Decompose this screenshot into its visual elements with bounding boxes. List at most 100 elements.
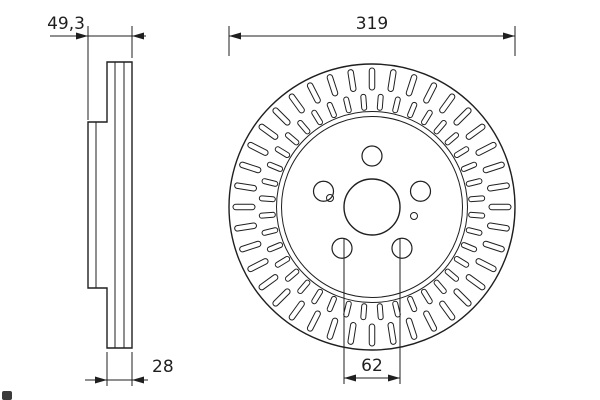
dim-label-outer-diameter: 319: [356, 14, 388, 34]
vent-slot: [460, 161, 478, 172]
vent-slot: [343, 96, 352, 114]
vent-slot: [311, 288, 324, 305]
bolt-hole: [391, 237, 413, 259]
vent-slot: [368, 323, 376, 347]
vent-slot: [387, 322, 397, 345]
vent-slot: [247, 258, 269, 273]
vent-slot: [274, 255, 291, 268]
vent-slot: [247, 141, 269, 156]
vent-slot: [420, 288, 433, 305]
vent-slot: [420, 109, 433, 126]
vent-slot: [407, 101, 418, 119]
vent-slot: [423, 310, 438, 332]
vent-slot: [272, 288, 291, 307]
vent-slot: [234, 182, 257, 192]
pin-hole-right: [410, 212, 418, 220]
vent-slot: [453, 107, 472, 126]
vent-slot: [405, 317, 418, 340]
hat-edge-circle: [281, 116, 463, 298]
dim-thickness: 28: [85, 352, 174, 386]
vent-slot: [368, 67, 376, 91]
vent-slot: [261, 178, 279, 187]
arrowhead-right: [388, 374, 400, 382]
vent-slot: [376, 93, 384, 111]
vent-slot: [258, 274, 279, 291]
vent-slot: [261, 227, 279, 236]
dim-label-thickness: 28: [152, 357, 174, 377]
vent-slot: [239, 161, 262, 174]
vent-slot: [266, 161, 284, 172]
vent-slot: [439, 93, 456, 114]
vent-slot: [482, 161, 505, 174]
vent-slot: [272, 107, 291, 126]
center-bore-circle: [343, 178, 401, 236]
friction-inner-circle: [276, 111, 468, 303]
vent-slot: [444, 132, 460, 146]
bolt-hole: [331, 237, 353, 259]
vent-slot: [453, 146, 470, 159]
bolt-hole: [312, 180, 335, 202]
vent-slot: [274, 146, 291, 159]
vent-slot: [284, 268, 300, 282]
vent-slot: [258, 195, 276, 203]
section-outline: [87, 61, 133, 349]
arrowhead-right: [132, 376, 144, 384]
vent-slot: [465, 123, 486, 140]
vent-slot: [306, 310, 321, 332]
vent-slot: [360, 303, 368, 321]
vent-slot: [444, 268, 460, 282]
dim-outer-diameter: 319: [228, 14, 516, 56]
arrowhead-left: [76, 32, 88, 40]
vent-slot: [488, 203, 512, 211]
vent-slot: [347, 69, 357, 92]
vent-slot: [297, 119, 311, 135]
vent-slot: [326, 101, 337, 119]
pin-hole-left: [326, 194, 334, 202]
vent-slot: [487, 182, 510, 192]
vent-slot: [376, 303, 384, 321]
arrowhead-right: [132, 32, 144, 40]
vent-slot: [487, 222, 510, 232]
bolt-holes: [312, 145, 432, 259]
vent-slot: [284, 132, 300, 146]
vent-slot: [232, 203, 256, 211]
vent-slot: [405, 74, 418, 97]
vent-slot: [392, 96, 401, 114]
vent-slot: [475, 258, 497, 273]
front-view: [228, 63, 516, 351]
vent-slot: [439, 300, 456, 321]
vent-slot: [297, 279, 311, 295]
vent-slot: [482, 240, 505, 253]
vent-slot: [326, 74, 339, 97]
vent-slot: [433, 279, 447, 295]
vent-slots-outer: [232, 67, 512, 347]
bolt-hole: [409, 180, 432, 202]
vent-slot: [347, 322, 357, 345]
vent-slot: [360, 93, 368, 111]
dim-label-center-bore: 62: [361, 356, 383, 376]
vent-slot: [423, 82, 438, 104]
vent-slot: [392, 300, 401, 318]
arrowhead-left: [229, 32, 241, 40]
vent-slot: [468, 195, 486, 203]
arrowhead-right: [503, 32, 515, 40]
vent-slot: [326, 317, 339, 340]
vent-slot: [266, 242, 284, 253]
vent-slot: [288, 93, 305, 114]
vent-slot: [475, 141, 497, 156]
vent-slot: [234, 222, 257, 232]
vent-slot: [460, 242, 478, 253]
vent-slot: [433, 119, 447, 135]
vent-slots-inner: [258, 93, 486, 321]
vent-slot: [465, 178, 483, 187]
arrowhead-left: [344, 374, 356, 382]
vent-slot: [453, 288, 472, 307]
dim-center-bore: 62: [343, 238, 401, 384]
vent-slot: [343, 300, 352, 318]
bolt-hole: [361, 145, 383, 167]
vent-slot: [326, 295, 337, 313]
vent-slot: [465, 227, 483, 236]
vent-slot: [306, 82, 321, 104]
